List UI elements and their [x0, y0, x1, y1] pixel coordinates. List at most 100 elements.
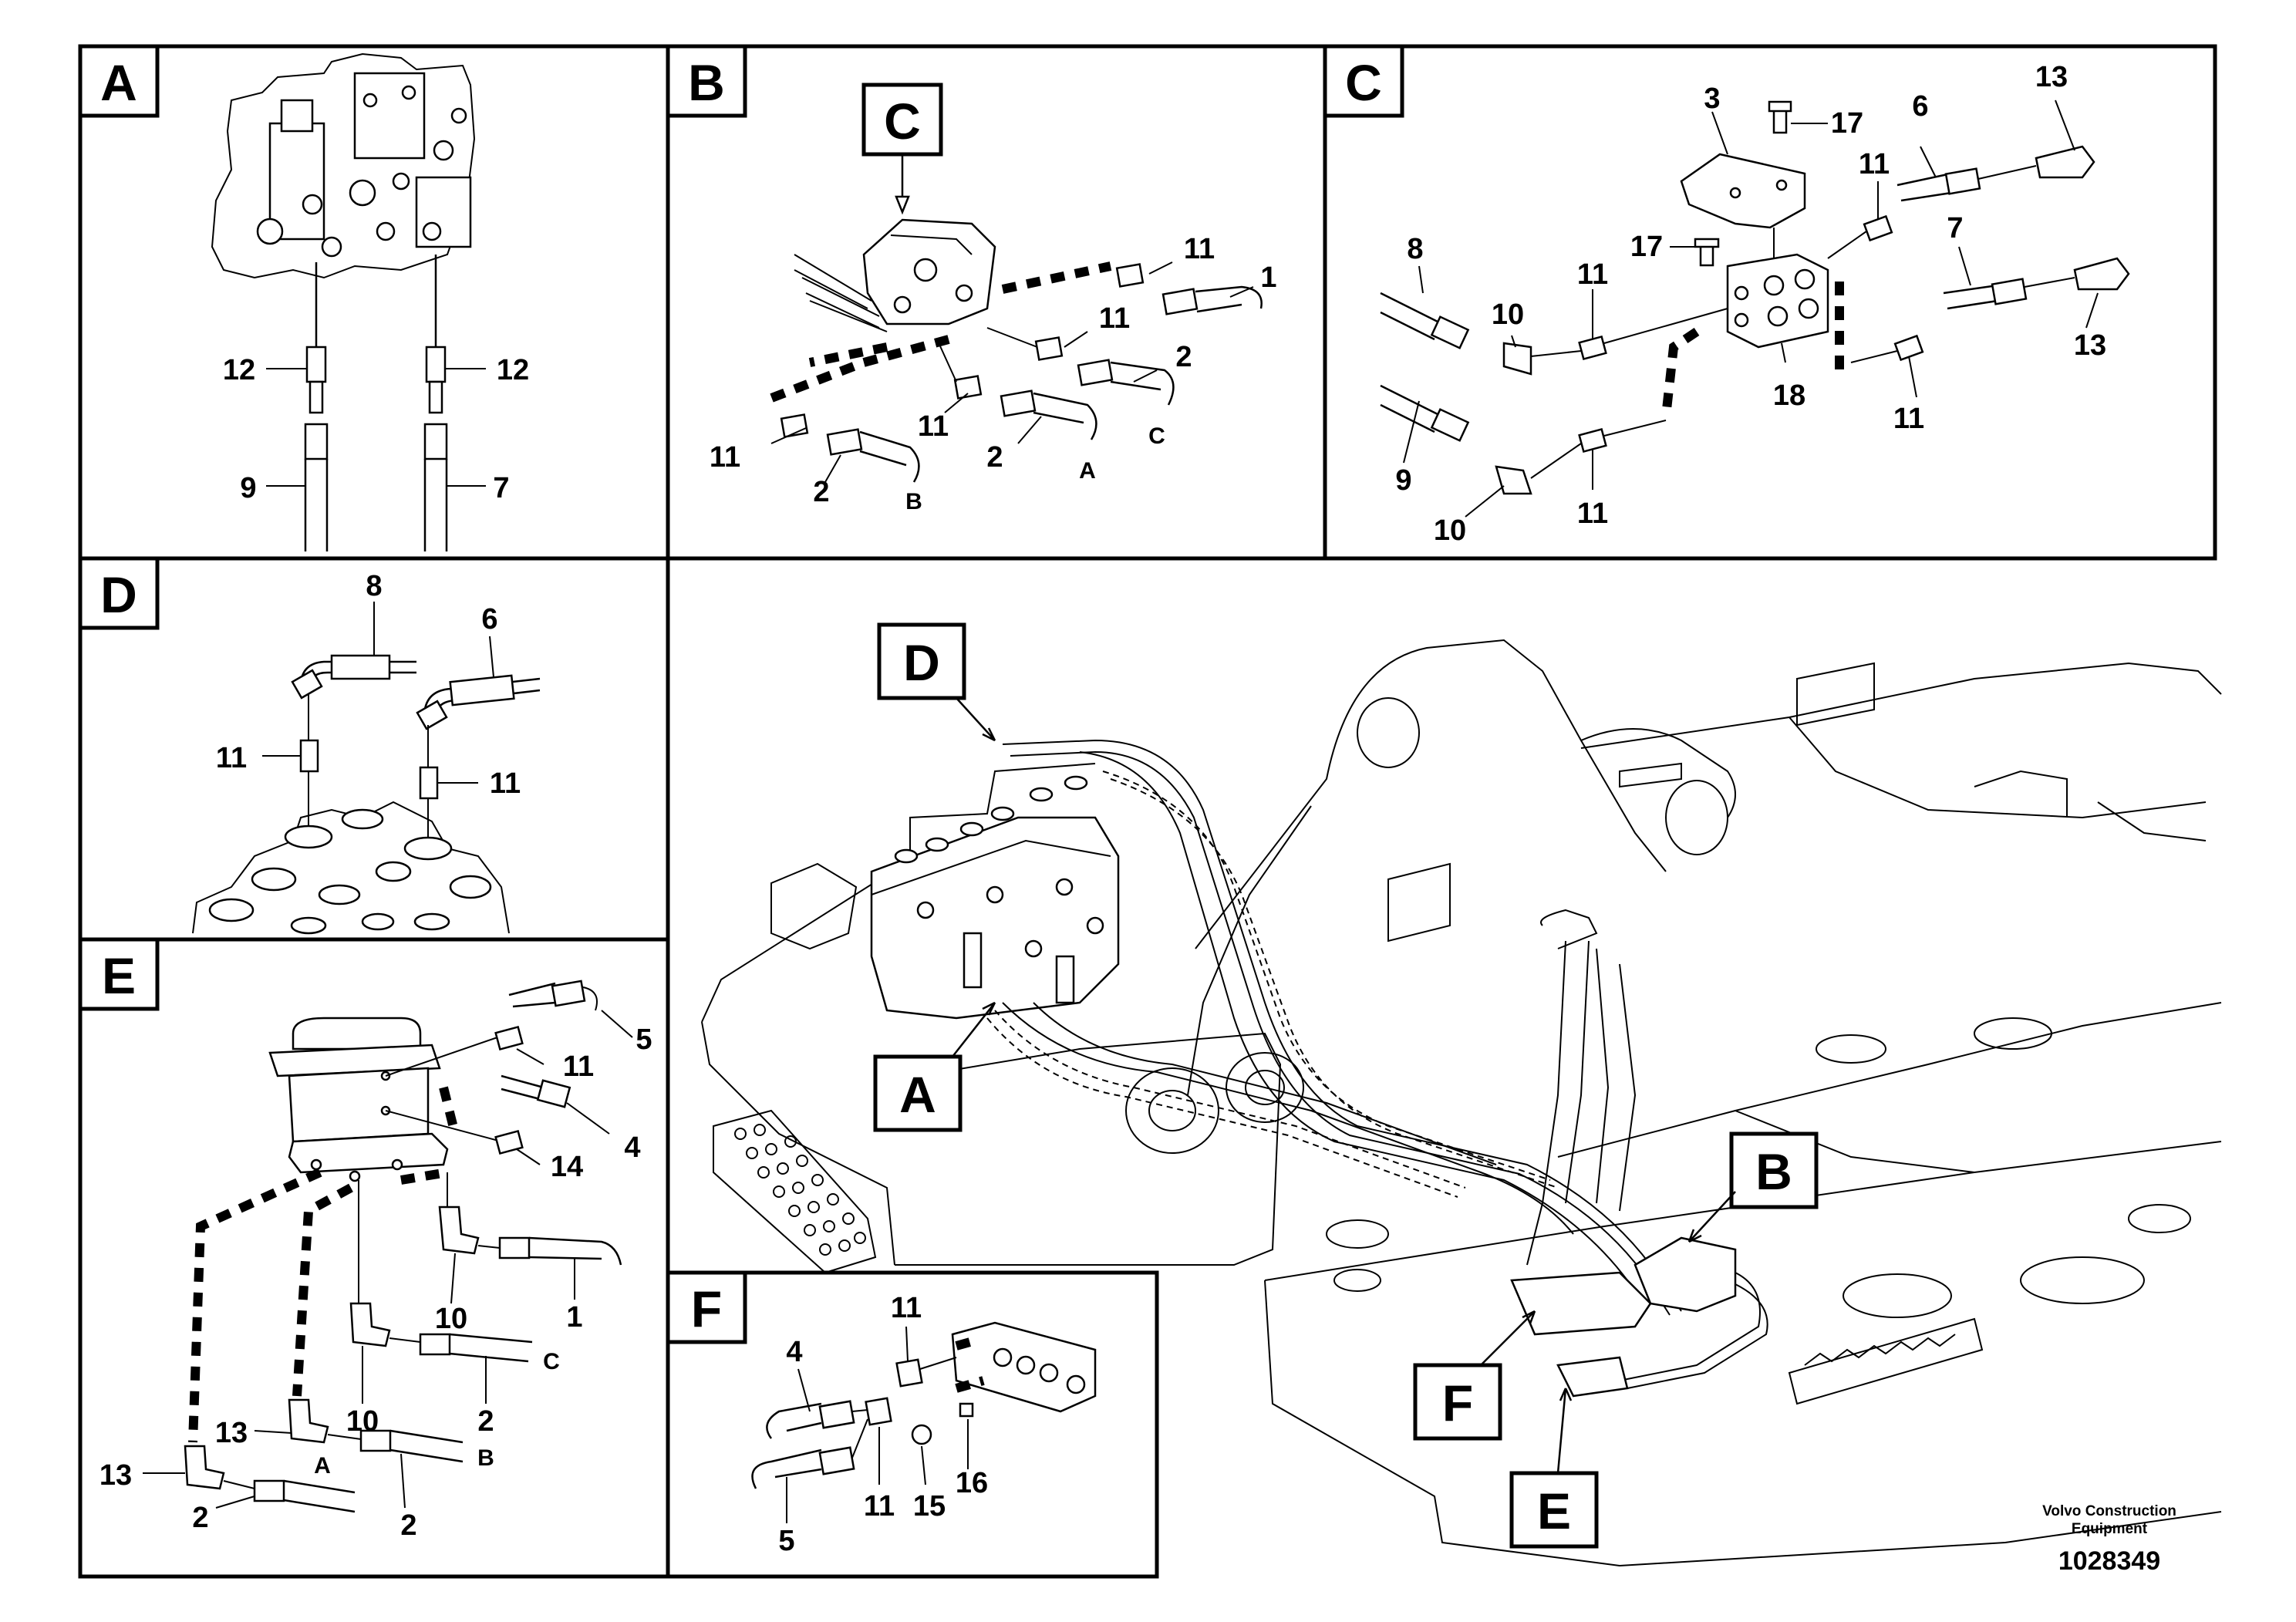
callout: 2	[192, 1502, 208, 1534]
arrow-icon	[956, 697, 996, 742]
main-tag-a-box	[873, 1054, 963, 1132]
panel-b: B C	[666, 44, 1277, 514]
callout: 2	[813, 476, 829, 508]
panel-d-tag-box	[78, 556, 160, 630]
hose-end-label: C	[1148, 423, 1165, 449]
hose-end-label: A	[1079, 458, 1096, 484]
callout: 11	[1184, 233, 1215, 265]
callout: 17	[1630, 231, 1663, 263]
callout: 16	[956, 1467, 988, 1499]
callout: 12	[497, 354, 529, 386]
callout: 6	[1912, 90, 1928, 123]
callout: 11	[1893, 403, 1924, 435]
callout: 11	[918, 410, 949, 443]
callout: 13	[99, 1459, 132, 1492]
panel-e-tag-box	[78, 937, 160, 1011]
callout: 10	[435, 1303, 467, 1335]
main-tag-b-box	[1729, 1131, 1819, 1209]
arrow-icon	[1480, 1310, 1536, 1366]
callout: 10	[346, 1405, 379, 1438]
control-valve-block-a	[211, 52, 476, 279]
main-tag-e-box	[1509, 1471, 1599, 1549]
callout: 13	[2035, 61, 2068, 93]
callout: 4	[624, 1131, 640, 1164]
main-assembly-view: D A B F E	[701, 622, 2222, 1567]
drawing-reference-number: 1028349	[2058, 1546, 2160, 1576]
callout: 5	[636, 1023, 652, 1056]
callout: 11	[1577, 258, 1608, 291]
callout: 13	[2074, 329, 2106, 362]
pilot-valve-block-b	[794, 218, 996, 332]
panel-b-tag: B	[688, 54, 725, 111]
callout: 6	[481, 603, 497, 636]
panel-f: F 11 4 11 15 16 5	[666, 1270, 1097, 1557]
manufacturer-name-line2: Equipment	[2072, 1521, 2148, 1537]
manufacturer-name: Volvo Construction	[2042, 1503, 2176, 1519]
b-fittings	[780, 263, 1263, 483]
panel-c: C	[1323, 44, 2130, 547]
manifold-f	[1510, 1271, 1652, 1336]
callout: 1	[566, 1301, 582, 1334]
panel-d: D	[78, 556, 541, 935]
callout: 10	[1434, 514, 1466, 547]
panel-f-tag-box	[666, 1270, 747, 1344]
hose-end-label: B	[477, 1445, 494, 1471]
callout: 3	[1704, 83, 1720, 115]
callout: 11	[1099, 302, 1130, 335]
main-tag-d-box	[877, 622, 966, 700]
valve-tops-d	[192, 801, 510, 935]
panel-c-tag: C	[1345, 54, 1382, 111]
callout: 9	[240, 472, 256, 504]
callout: 7	[493, 472, 509, 504]
mounting-plate	[1680, 153, 1806, 229]
callout: 11	[563, 1050, 594, 1083]
callout: 17	[1831, 107, 1863, 140]
callout: 13	[215, 1417, 248, 1449]
main-control-valve	[870, 775, 1120, 1020]
main-location-tag: E	[1537, 1482, 1571, 1539]
callout: 11	[710, 441, 740, 474]
callout: 7	[1947, 212, 1963, 244]
callout: 2	[400, 1509, 416, 1542]
callout: 11	[1577, 497, 1608, 530]
main-location-tag: D	[903, 634, 940, 691]
panel-b-ref-tag: C	[884, 93, 921, 150]
callout: 14	[551, 1151, 583, 1183]
hose-end-label: C	[543, 1349, 560, 1374]
panel-d-tag: D	[100, 566, 137, 623]
panel-b-tag-box	[666, 44, 747, 118]
footer: Volvo Construction Equipment 1028349	[2042, 1503, 2176, 1576]
callout: 11	[490, 767, 521, 800]
panel-a: A	[78, 44, 529, 551]
main-tag-f-box	[1413, 1363, 1502, 1441]
step-plate	[713, 1109, 877, 1274]
main-location-tag: F	[1442, 1374, 1473, 1431]
callout: 9	[1395, 464, 1411, 497]
panel-a-tag: A	[100, 54, 137, 111]
callout: 2	[1175, 341, 1192, 373]
callout: 12	[223, 354, 255, 386]
step-holes	[734, 1124, 866, 1256]
panel-c-tag-box	[1323, 44, 1404, 118]
arrow-icon	[895, 154, 910, 215]
panel-e-tag: E	[102, 947, 136, 1004]
hose-end-label: B	[905, 489, 922, 514]
callout: 18	[1773, 379, 1805, 412]
arrow-icon	[1687, 1191, 1736, 1243]
arrow-icon	[1556, 1388, 1573, 1474]
callout: 2	[986, 441, 1003, 474]
pedal-valve-e-location	[1556, 1356, 1629, 1398]
hose-end-label: A	[314, 1453, 331, 1479]
callout: 11	[891, 1292, 922, 1324]
main-location-tag: A	[899, 1066, 936, 1123]
panel-a-tag-box	[78, 44, 160, 118]
callout: 1	[1260, 261, 1276, 294]
callout: 8	[1407, 233, 1423, 265]
callout: 8	[366, 570, 382, 602]
callout: 15	[913, 1490, 946, 1523]
panel-e: E	[78, 937, 652, 1542]
callout: 5	[778, 1525, 794, 1557]
callout: 4	[786, 1336, 802, 1368]
callout: 2	[477, 1405, 494, 1438]
